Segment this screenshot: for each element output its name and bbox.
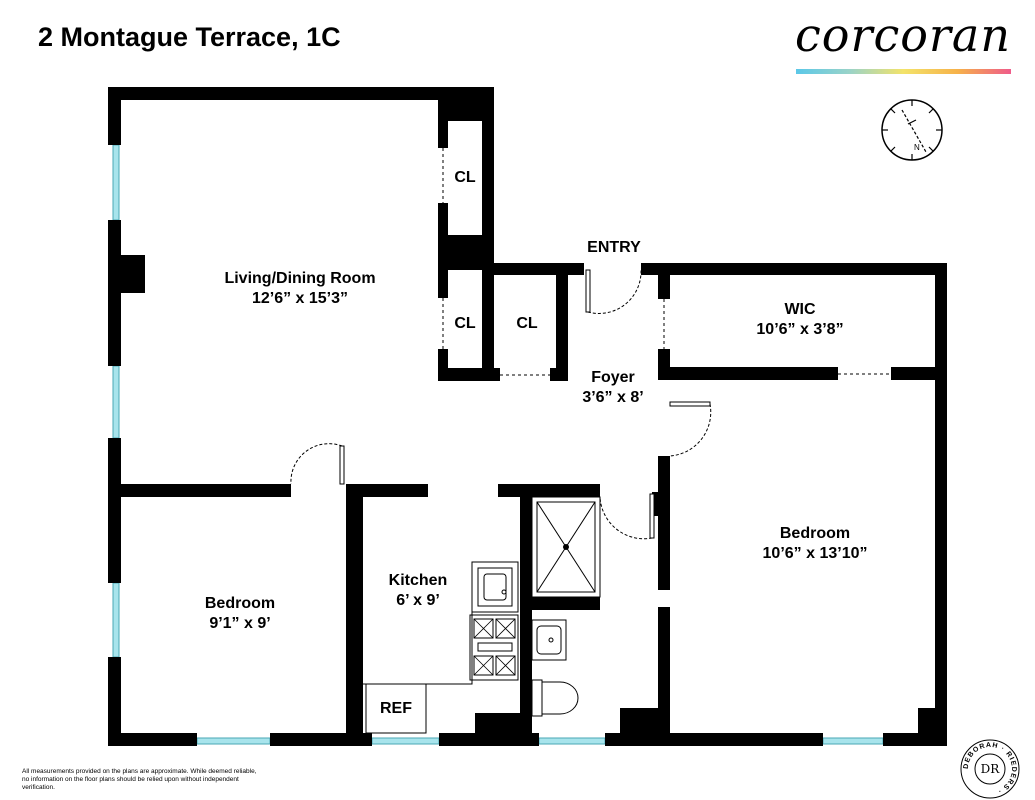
doors — [290, 269, 712, 540]
seal-monogram: DR — [981, 762, 1001, 776]
door-swing — [599, 496, 653, 540]
window — [196, 737, 271, 745]
door-leaf — [649, 493, 655, 539]
refrigerator — [365, 683, 427, 734]
walls — [108, 87, 947, 746]
room-name: WIC — [784, 301, 816, 318]
brand-logo: corcoran — [795, 8, 1011, 62]
window — [112, 365, 120, 439]
room-label-ref: REF — [380, 700, 412, 717]
room-label-kitchen: Kitchen 6’ x 9’ — [373, 571, 463, 611]
room-name: Bedroom — [204, 595, 276, 612]
window — [538, 737, 606, 745]
window — [371, 737, 440, 745]
room-label-bedroom-right: Bedroom 10’6” x 13’10” — [735, 524, 895, 564]
window — [822, 737, 884, 745]
door-swing — [290, 443, 343, 485]
room-size: 12’6” x 15’3” — [251, 290, 349, 307]
room-label-entry: ENTRY — [587, 239, 641, 256]
room-label-bedroom-left: Bedroom 9’1” x 9’ — [175, 594, 305, 634]
room-name: Kitchen — [388, 572, 448, 589]
room-label-closet-3: CL — [516, 315, 538, 332]
room-label-living: Living/Dining Room 12’6” x 15’3” — [210, 269, 390, 309]
door-leaf — [585, 269, 591, 313]
compass-north-label: N — [914, 143, 920, 152]
room-name: Bedroom — [779, 525, 851, 542]
room-label-wic: WIC 10’6” x 3’8” — [730, 300, 870, 340]
toilet-bowl — [541, 681, 579, 715]
door-swing — [587, 269, 642, 314]
room-label-closet-1: CL — [454, 169, 476, 186]
openings — [442, 148, 891, 376]
window — [112, 144, 120, 221]
room-size: 9’1” x 9’ — [209, 615, 271, 632]
room-name: Living/Dining Room — [224, 270, 376, 287]
room-name: Foyer — [591, 369, 635, 386]
door-swing — [669, 403, 712, 457]
disclaimer-text: All measurements provided on the plans a… — [22, 768, 257, 791]
room-size: 10’6” x 3’8” — [756, 321, 844, 338]
door-leaf — [339, 445, 345, 485]
compass-icon: N — [881, 99, 943, 161]
room-label-closet-2: CL — [454, 315, 476, 332]
room-size: 10’6” x 13’10” — [762, 545, 868, 562]
brand-color-bar — [796, 69, 1011, 74]
room-size: 3’6” x 8’ — [582, 389, 644, 406]
fixtures — [363, 496, 601, 734]
room-size: 6’ x 9’ — [396, 592, 440, 609]
toilet-tank — [531, 679, 543, 717]
room-label-foyer: Foyer 3’6” x 8’ — [568, 368, 658, 408]
page-title: 2 Montague Terrace, 1C — [38, 22, 341, 52]
window — [112, 582, 120, 658]
door-leaf — [669, 401, 711, 407]
seal-icon: DEBORAH · RIEDERS · DR — [960, 739, 1020, 799]
